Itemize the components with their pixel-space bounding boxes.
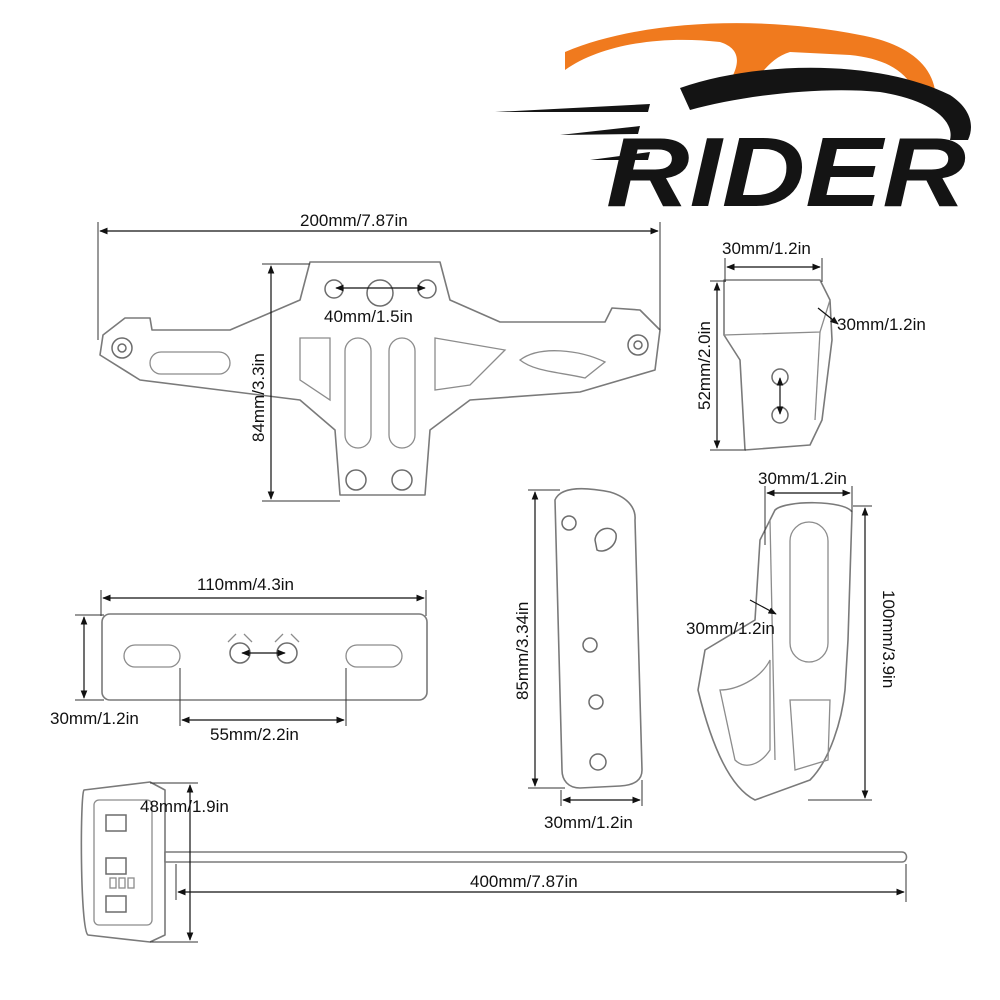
logo-swoosh-black	[680, 67, 971, 140]
dim-plate-height: 84mm/3.3in	[249, 353, 268, 442]
dim-bracket-width: 30mm/1.2in	[758, 469, 847, 488]
dim-plate-hole-spacing: 40mm/1.5in	[324, 307, 413, 326]
rider-logo: RIDER	[495, 23, 971, 227]
tail-light	[80, 781, 166, 943]
logo-text: RIDER	[606, 117, 966, 227]
dim-plate-width: 200mm/7.87in	[300, 211, 408, 230]
vertical-strip	[554, 487, 643, 789]
l-bracket	[697, 501, 853, 801]
license-plate-bracket	[99, 261, 661, 496]
dim-bar-slot-spacing: 55mm/2.2in	[210, 725, 299, 744]
horizontal-bar	[101, 613, 428, 701]
logo-speed-lines	[495, 104, 650, 160]
dim-bracket-height: 100mm/3.9in	[879, 590, 898, 688]
dim-strip-height: 85mm/3.34in	[513, 602, 532, 700]
side-mount	[723, 279, 833, 451]
dim-light-height: 48mm/1.9in	[140, 797, 229, 816]
logo-swoosh-orange	[565, 23, 935, 95]
dim-strip-width: 30mm/1.2in	[544, 813, 633, 832]
dim-mount-height: 52mm/2.0in	[695, 321, 714, 410]
dim-bar-height: 30mm/1.2in	[50, 709, 139, 728]
dim-bar-length: 110mm/4.3in	[197, 575, 294, 594]
dim-mount-depth: 30mm/1.2in	[837, 315, 926, 334]
dim-bracket-slot-width: 30mm/1.2in	[686, 619, 775, 638]
dim-cable-length: 400mm/7.87in	[470, 872, 578, 891]
cable	[164, 851, 908, 863]
dim-mount-width: 30mm/1.2in	[722, 239, 811, 258]
